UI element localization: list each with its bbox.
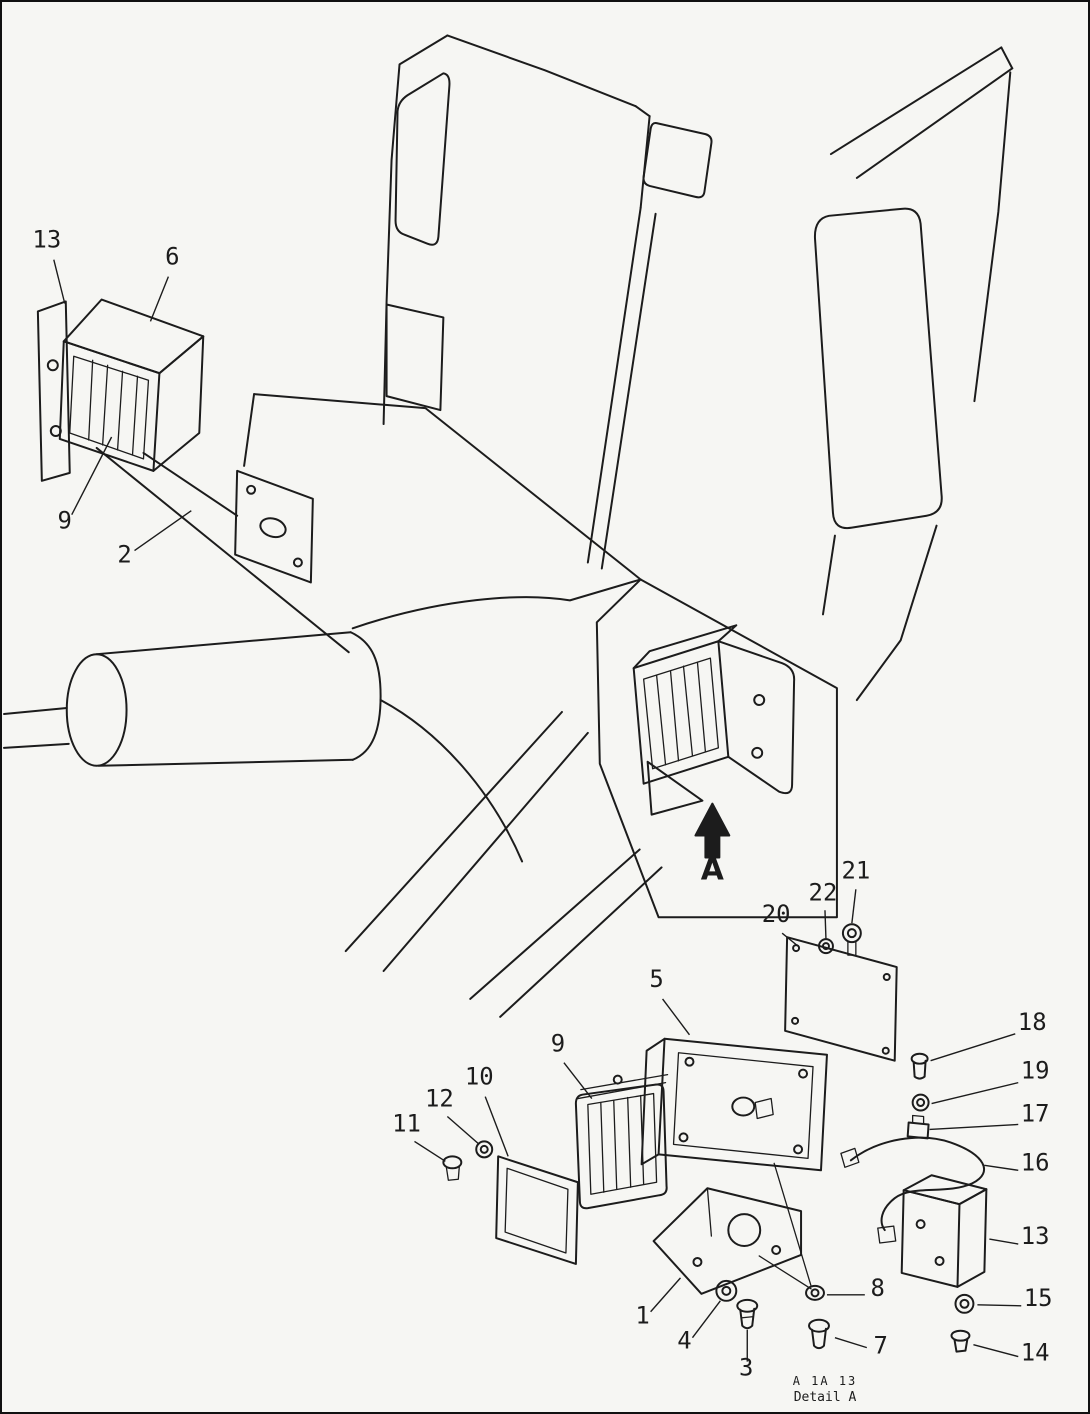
callout-label-21: 21 bbox=[841, 856, 870, 884]
callout-label-2: 2 bbox=[117, 541, 131, 569]
bolt-18 bbox=[910, 1052, 929, 1080]
screw-14 bbox=[950, 1329, 971, 1353]
leader-line-2 bbox=[134, 510, 192, 552]
screw-11 bbox=[442, 1155, 463, 1181]
callout-label-9: 9 bbox=[58, 507, 72, 535]
view-arrow bbox=[694, 802, 731, 859]
washer-15 bbox=[954, 1293, 975, 1314]
leader-line-14 bbox=[973, 1343, 1019, 1358]
callout-label-17: 17 bbox=[1021, 1099, 1050, 1127]
left-lamp-assembly bbox=[36, 298, 205, 482]
callout-label-13: 13 bbox=[1021, 1222, 1050, 1250]
callout-label-13: 13 bbox=[32, 226, 61, 254]
footer-view-code: A 1A 13 bbox=[792, 1374, 858, 1388]
callout-label-20: 20 bbox=[762, 900, 791, 928]
washer-4 bbox=[715, 1279, 738, 1302]
leader-line-17 bbox=[929, 1123, 1019, 1131]
bolt-21 bbox=[841, 923, 862, 956]
washer-19 bbox=[911, 1093, 930, 1112]
leader-line-21 bbox=[851, 889, 857, 924]
callout-label-5: 5 bbox=[649, 965, 663, 993]
washer-12 bbox=[475, 1140, 494, 1159]
mounted-lamp bbox=[632, 624, 796, 816]
mounting-bracket-plate bbox=[95, 446, 350, 654]
callout-label-19: 19 bbox=[1021, 1057, 1050, 1085]
callout-label-22: 22 bbox=[809, 878, 838, 906]
lamp-housing-5 bbox=[640, 1037, 828, 1287]
callout-label-12: 12 bbox=[425, 1085, 454, 1113]
wiring-harness-16 bbox=[840, 1136, 986, 1244]
cab-outline bbox=[382, 34, 1014, 702]
lamp-unit-9 bbox=[574, 1073, 669, 1210]
cover-plate-20 bbox=[784, 936, 898, 1062]
footer-detail-label: Detail A bbox=[793, 1390, 857, 1405]
connector-17 bbox=[906, 1114, 930, 1140]
washer-8 bbox=[805, 1284, 825, 1301]
leader-line-9 bbox=[563, 1062, 593, 1099]
callout-label-16: 16 bbox=[1021, 1148, 1050, 1176]
leader-line-9 bbox=[71, 436, 113, 516]
leader-line-5 bbox=[662, 998, 691, 1036]
callout-label-8: 8 bbox=[871, 1274, 885, 1302]
leader-line-15 bbox=[977, 1304, 1022, 1307]
mounting-bracket-1 bbox=[652, 1187, 812, 1295]
leader-line-10 bbox=[484, 1096, 509, 1157]
callout-label-11: 11 bbox=[392, 1109, 421, 1137]
callout-label-A: A bbox=[701, 852, 724, 887]
gasket-10 bbox=[495, 1155, 579, 1265]
callout-label-1: 1 bbox=[635, 1302, 649, 1330]
leader-line-13 bbox=[53, 259, 66, 304]
callout-label-9: 9 bbox=[551, 1030, 565, 1058]
callout-label-4: 4 bbox=[677, 1327, 691, 1355]
leader-line-22 bbox=[824, 910, 827, 940]
callout-label-6: 6 bbox=[165, 243, 179, 271]
callout-label-15: 15 bbox=[1024, 1284, 1053, 1312]
machine-body bbox=[2, 393, 663, 1018]
leader-line-16 bbox=[984, 1164, 1019, 1171]
leader-line-19 bbox=[931, 1081, 1019, 1105]
callout-label-14: 14 bbox=[1021, 1339, 1050, 1367]
bolt-3 bbox=[736, 1298, 759, 1330]
leader-line-20 bbox=[781, 932, 799, 947]
leader-line-1 bbox=[650, 1277, 682, 1313]
callout-label-18: 18 bbox=[1018, 1008, 1047, 1036]
leader-line-4 bbox=[691, 1300, 721, 1339]
leader-line-6 bbox=[149, 276, 170, 322]
leader-line-18 bbox=[930, 1033, 1016, 1062]
callout-label-7: 7 bbox=[874, 1332, 888, 1360]
leader-line-7 bbox=[834, 1337, 868, 1349]
leader-line-13 bbox=[989, 1238, 1019, 1245]
bolt-7 bbox=[808, 1318, 830, 1350]
lamp-unit-13 bbox=[900, 1174, 988, 1288]
lamp-mount-panel bbox=[595, 578, 838, 919]
leader-line-11 bbox=[414, 1140, 446, 1162]
callout-label-10: 10 bbox=[465, 1063, 494, 1091]
callout-label-3: 3 bbox=[739, 1354, 753, 1382]
leader-line-12 bbox=[446, 1115, 480, 1145]
